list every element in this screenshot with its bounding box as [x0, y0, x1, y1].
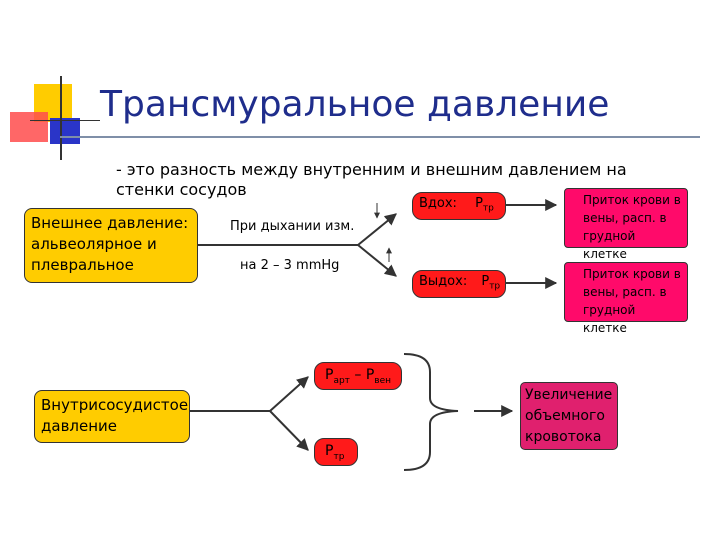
curly-bracket [403, 353, 459, 471]
inhale-label: Вдох: [419, 196, 457, 211]
logo-blue-square [50, 118, 80, 144]
logo-red-square [10, 112, 48, 142]
delta-pressure-box: Pарт – Pвен [314, 362, 402, 390]
title-underline [60, 136, 700, 138]
arrow-to-ptr [269, 410, 309, 451]
exhale-box: Выдох: Pтр [412, 270, 506, 298]
logo-decoration [10, 76, 100, 162]
ptr-sub: тр [333, 451, 345, 462]
exhale-sub: тр [489, 281, 501, 292]
breathing-note: При дыхании изм. [230, 219, 355, 234]
delta-sub1: арт [333, 375, 350, 386]
inhale-symbol: P [475, 196, 483, 211]
delta-p1: P [325, 367, 334, 383]
external-pressure-box: Внешнее давление: альвеолярное и плеврал… [24, 208, 198, 283]
arrow-to-exhale [357, 244, 397, 277]
result-box: Увеличение объемного кровотока [520, 382, 618, 450]
arrow-to-delta [269, 376, 309, 412]
ptr-symbol: P [325, 443, 334, 459]
logo-vertical-line [60, 76, 62, 160]
exhale-label: Выдох: [419, 274, 468, 289]
ptr-box: Pтр [314, 438, 358, 466]
subtitle: - это разность между внутренним и внешни… [116, 160, 627, 199]
intravascular-pressure-box: Внутрисосудистое давление [34, 390, 190, 443]
logo-horizontal-line [30, 120, 100, 121]
exhale-symbol: P [481, 274, 490, 289]
delta-minus: – P [354, 367, 375, 383]
inflow-box-1: Приток крови в вены, расп. в грудной кле… [564, 188, 688, 261]
inflow-box-2: Приток крови в вены, расп. в грудной кле… [564, 262, 688, 335]
arrow-to-inhale [357, 213, 397, 246]
page-title: Трансмуральное давление [100, 84, 610, 125]
delta-sub2: вен [374, 375, 392, 386]
inhale-sub: тр [482, 203, 494, 214]
inhale-box: Вдох: Pтр [412, 192, 506, 220]
amount-note: на 2 – 3 mmHg [240, 258, 340, 273]
